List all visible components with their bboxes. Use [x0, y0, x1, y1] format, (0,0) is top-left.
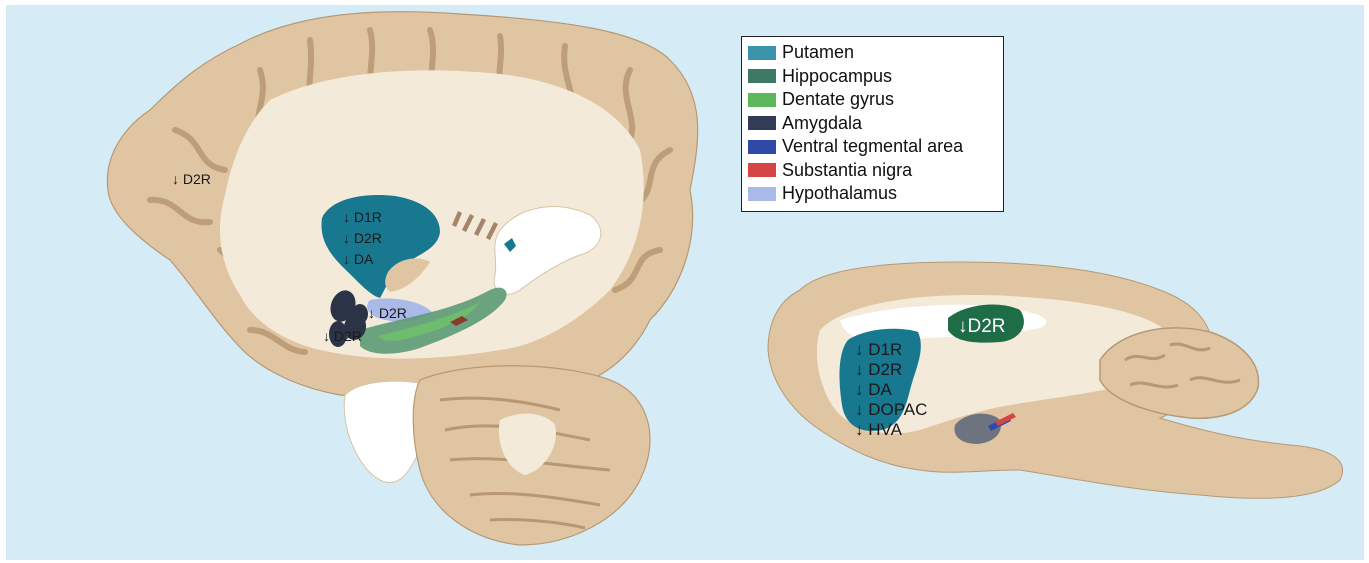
human-cortex-label: ↓ D2R: [172, 171, 211, 187]
rodent-brain: ↓D2R ↓ D1R ↓ D2R ↓ DA ↓ DOPAC ↓ HVA: [768, 262, 1343, 498]
legend-item: Ventral tegmental area: [748, 135, 997, 159]
rodent-striatum-label-3: ↓ DA: [855, 380, 893, 399]
human-amygdala-label: ↓ D2R: [323, 328, 362, 344]
human-putamen-label-2: ↓ D2R: [343, 230, 382, 246]
legend-swatch: [748, 187, 776, 201]
legend-item: Hippocampus: [748, 65, 997, 89]
legend-item: Substantia nigra: [748, 159, 997, 183]
legend-swatch: [748, 116, 776, 130]
human-putamen-label-1: ↓ D1R: [343, 209, 382, 225]
legend-item: Amygdala: [748, 112, 997, 136]
legend-swatch: [748, 93, 776, 107]
rodent-striatum-label-5: ↓ HVA: [855, 420, 903, 439]
legend-swatch: [748, 46, 776, 60]
legend-swatch: [748, 69, 776, 83]
human-hypothalamus-label: ↓ D2R: [368, 305, 407, 321]
human-putamen-label-3: ↓ DA: [343, 251, 374, 267]
legend-item: Hypothalamus: [748, 182, 997, 206]
rodent-hippocampus-label: ↓D2R: [958, 316, 1006, 337]
legend-item: Dentate gyrus: [748, 88, 997, 112]
rodent-striatum-label-2: ↓ D2R: [855, 360, 902, 379]
legend-label: Dentate gyrus: [782, 89, 894, 110]
legend-swatch: [748, 163, 776, 177]
rodent-striatum-label-1: ↓ D1R: [855, 340, 902, 359]
legend-label: Substantia nigra: [782, 160, 912, 181]
legend-label: Ventral tegmental area: [782, 136, 963, 157]
legend-label: Hippocampus: [782, 66, 892, 87]
rodent-striatum-label-4: ↓ DOPAC: [855, 400, 927, 419]
legend-item: Putamen: [748, 41, 997, 65]
legend-label: Putamen: [782, 42, 854, 63]
legend-label: Hypothalamus: [782, 183, 897, 204]
human-brain: ↓ D2R ↓ D1R ↓ D2R ↓ DA ↓ D2R ↓ D2R: [107, 12, 697, 545]
legend-label: Amygdala: [782, 113, 862, 134]
legend-swatch: [748, 140, 776, 154]
